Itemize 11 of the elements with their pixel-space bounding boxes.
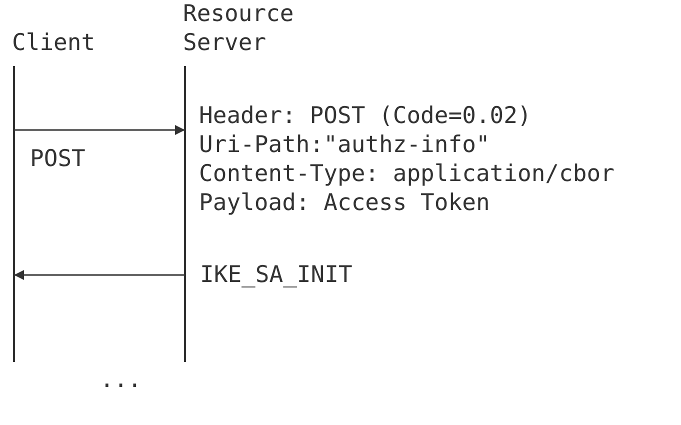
participant-label: Resource Server bbox=[183, 0, 293, 58]
message-field-text: Payload: Access Token bbox=[199, 189, 490, 218]
message-label: IKE_SA_INIT bbox=[200, 261, 352, 290]
continuation-ellipsis: ... bbox=[100, 366, 142, 395]
message-field-text: Uri-Path:"authz-info" bbox=[199, 131, 490, 160]
message-arrow bbox=[15, 125, 185, 135]
message-field-text: Content-Type: application/cbor bbox=[199, 160, 614, 189]
message-arrow bbox=[14, 270, 184, 280]
participant-label: Client bbox=[12, 29, 96, 58]
message-field-text: Header: POST (Code=0.02) bbox=[199, 102, 532, 131]
message-label: POST bbox=[30, 145, 86, 174]
